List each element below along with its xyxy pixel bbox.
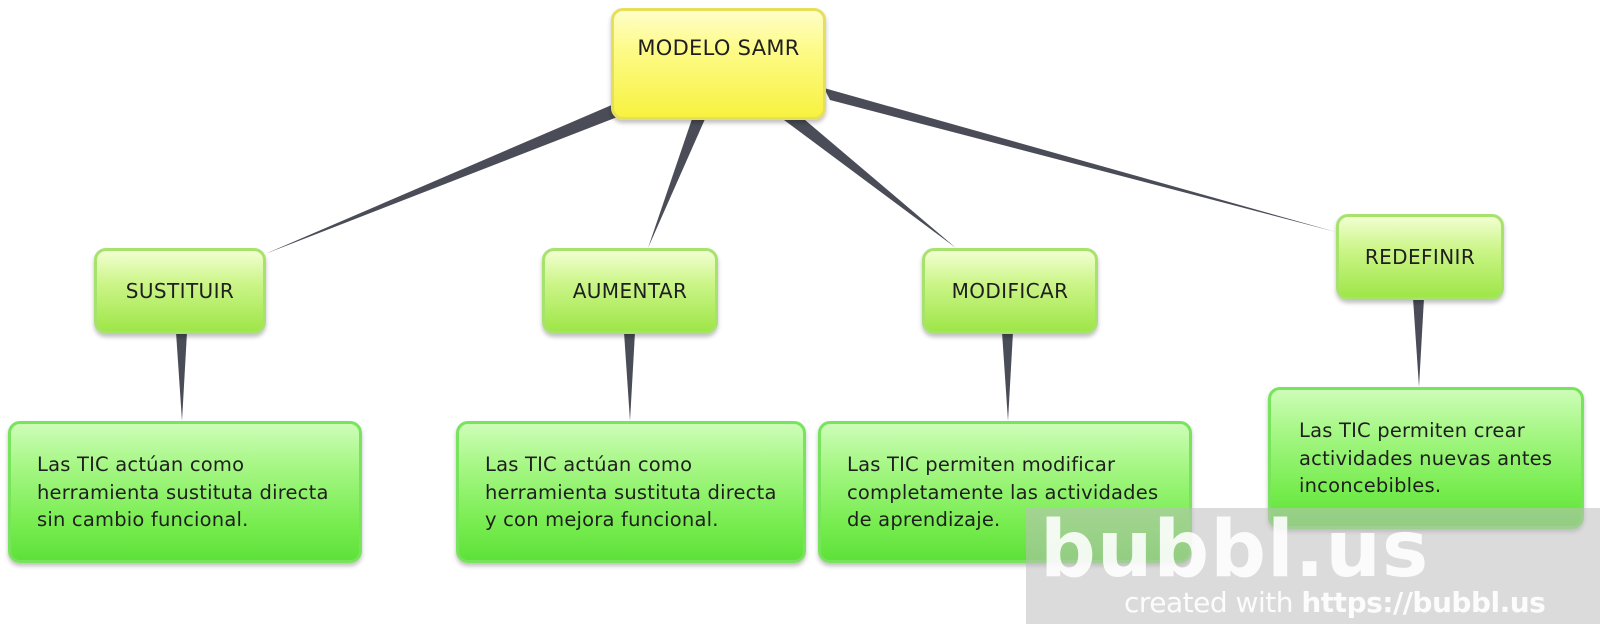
- credit-url: https://bubbl.us: [1301, 586, 1546, 619]
- connector-redefinir-desc: [1413, 298, 1424, 387]
- node-sustituir[interactable]: SUSTITUIR: [94, 248, 266, 334]
- description-text: Las TIC permiten modificar completamente…: [847, 453, 1159, 531]
- description-sustituir[interactable]: Las TIC actúan como herramienta sustitut…: [8, 421, 362, 563]
- root-label: MODELO SAMR: [637, 36, 800, 60]
- connector-root-aumentar: [648, 116, 705, 248]
- node-label: MODIFICAR: [951, 279, 1069, 303]
- description-aumentar[interactable]: Las TIC actúan como herramienta sustitut…: [456, 421, 806, 563]
- connector-aumentar-desc: [624, 332, 635, 421]
- bubblus-logo: bubbl.us: [1040, 505, 1430, 595]
- root-node[interactable]: MODELO SAMR: [611, 8, 826, 120]
- node-redefinir[interactable]: REDEFINIR: [1336, 214, 1504, 300]
- connector-root-redefinir: [824, 88, 1336, 232]
- description-modificar[interactable]: Las TIC permiten modificar completamente…: [818, 421, 1192, 563]
- node-label: AUMENTAR: [572, 279, 688, 303]
- node-label: REDEFINIR: [1364, 245, 1476, 269]
- node-label: SUSTITUIR: [125, 279, 235, 303]
- description-redefinir[interactable]: Las TIC permiten crear actividades nueva…: [1268, 387, 1584, 529]
- description-text: Las TIC actúan como herramienta sustitut…: [485, 453, 777, 531]
- connector-sustituir-desc: [176, 332, 187, 421]
- node-modificar[interactable]: MODIFICAR: [922, 248, 1098, 334]
- description-text: Las TIC actúan como herramienta sustitut…: [37, 453, 329, 531]
- connector-root-sustituir: [265, 104, 620, 254]
- description-text: Las TIC permiten crear actividades nueva…: [1299, 419, 1553, 497]
- connector-modificar-desc: [1002, 332, 1013, 421]
- credit-prefix: created with: [1124, 586, 1302, 619]
- bubblus-watermark: bubbl.us created with https://bubbl.us: [1026, 508, 1600, 624]
- connector-root-modificar: [780, 114, 956, 248]
- node-aumentar[interactable]: AUMENTAR: [542, 248, 718, 334]
- watermark-credit: created with https://bubbl.us: [1124, 586, 1546, 619]
